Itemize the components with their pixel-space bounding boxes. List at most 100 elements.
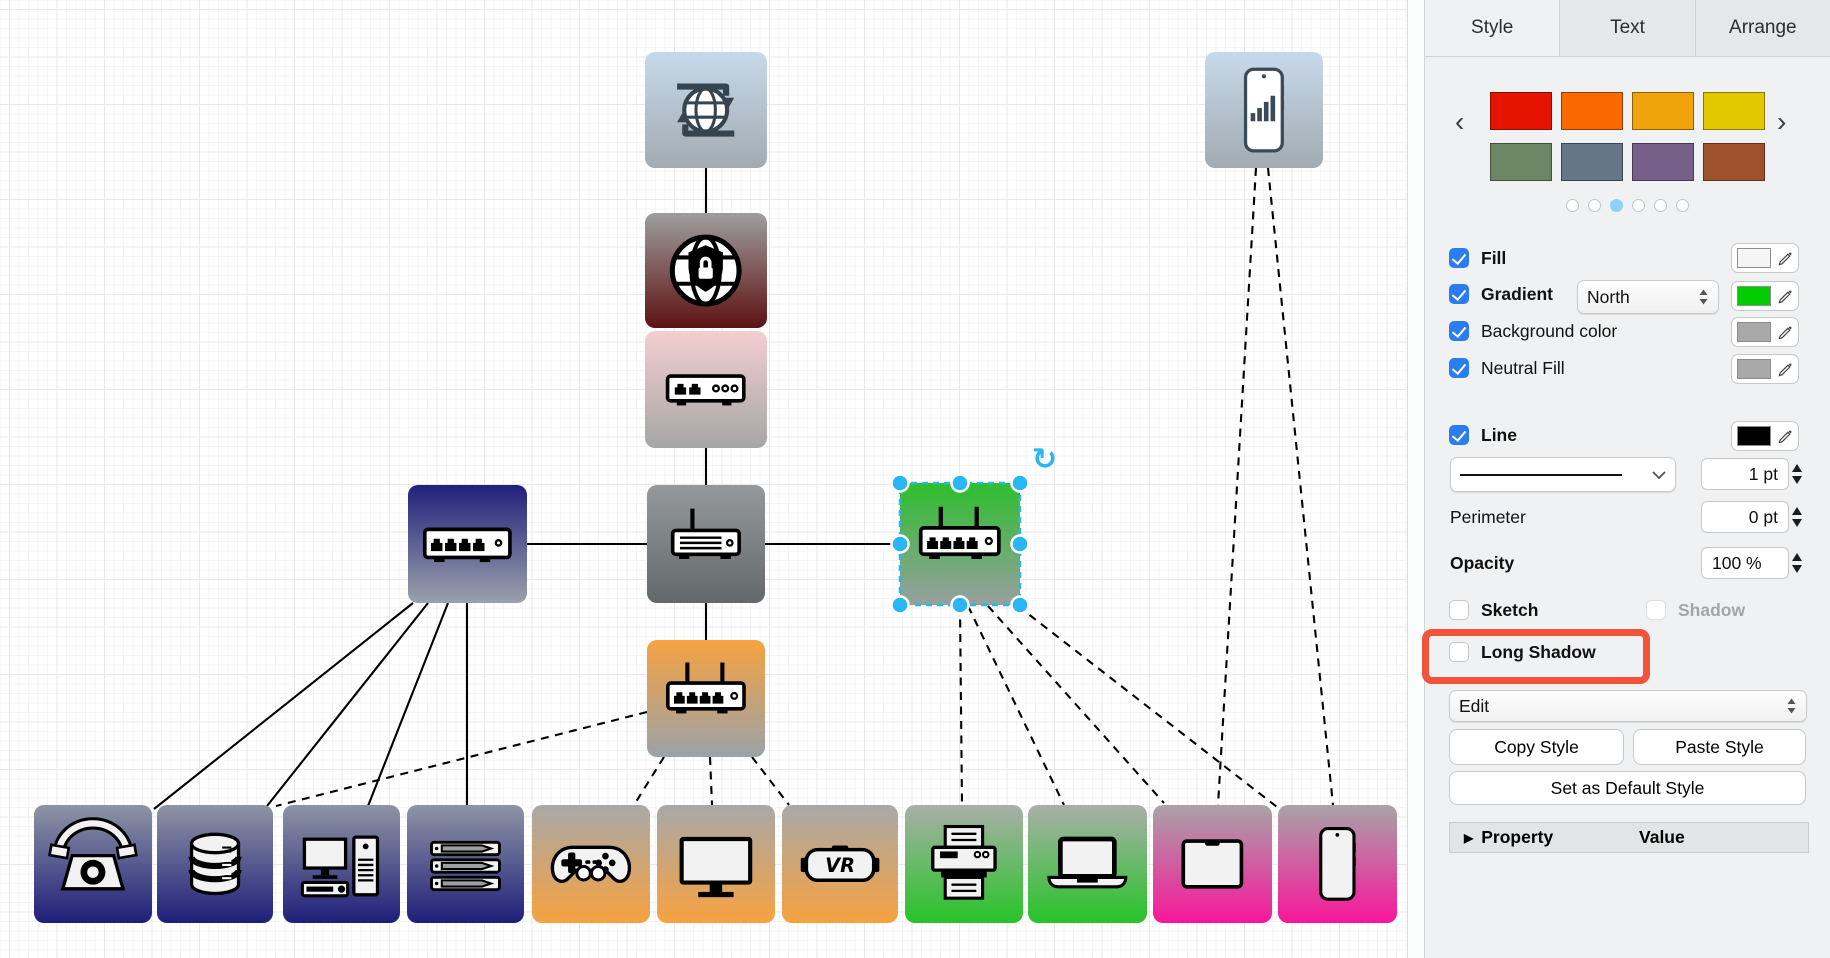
opacity-label: Opacity bbox=[1450, 552, 1515, 573]
tab-style[interactable]: Style bbox=[1425, 0, 1560, 56]
edge-dashed[interactable] bbox=[708, 756, 714, 806]
page-dot[interactable] bbox=[1676, 199, 1689, 212]
property-header-label: Property bbox=[1481, 827, 1554, 847]
opacity-stepper[interactable] bbox=[1789, 547, 1805, 579]
eyedropper-icon bbox=[1778, 429, 1792, 443]
node-desktop-pc[interactable] bbox=[283, 805, 400, 923]
node-tablet[interactable] bbox=[1153, 805, 1272, 923]
fill-color-swatch bbox=[1737, 248, 1771, 268]
opacity-input[interactable]: 100 % bbox=[1701, 547, 1789, 579]
page-dot[interactable] bbox=[1654, 199, 1667, 212]
page-dot[interactable] bbox=[1588, 199, 1601, 212]
tab-arrange[interactable]: Arrange bbox=[1694, 0, 1830, 56]
edge-dashed[interactable] bbox=[1216, 167, 1258, 806]
node-laptop[interactable] bbox=[1028, 805, 1147, 923]
smartphone-icon bbox=[1319, 827, 1356, 901]
line-style-select[interactable] bbox=[1450, 457, 1676, 492]
palette-swatch[interactable] bbox=[1632, 143, 1694, 181]
perimeter-input[interactable]: 0 pt bbox=[1701, 501, 1789, 533]
diagram-canvas[interactable]: VR ↻ bbox=[0, 0, 1407, 958]
gradient-direction-select[interactable]: North bbox=[1577, 280, 1719, 314]
node-modem[interactable] bbox=[645, 331, 767, 448]
edge-dashed[interactable] bbox=[1266, 167, 1335, 806]
line-color-button[interactable] bbox=[1731, 421, 1799, 451]
property-value-header[interactable]: ▶ Property Value bbox=[1449, 822, 1809, 853]
node-telephone[interactable] bbox=[34, 805, 152, 923]
telephone-icon bbox=[48, 817, 138, 891]
background-color-button[interactable] bbox=[1731, 317, 1799, 347]
updown-arrows-icon bbox=[1699, 289, 1708, 305]
switch-icon bbox=[423, 527, 512, 563]
laptop-icon bbox=[1047, 836, 1128, 889]
node-printer[interactable] bbox=[905, 805, 1023, 923]
tab-text[interactable]: Text bbox=[1559, 0, 1694, 56]
edge-solid[interactable] bbox=[266, 602, 429, 807]
edge-dashed[interactable] bbox=[967, 605, 1065, 806]
node-database[interactable] bbox=[157, 805, 273, 923]
gradient-checkbox[interactable] bbox=[1449, 284, 1469, 304]
page-dot[interactable] bbox=[1632, 199, 1645, 212]
shadow-label: Shadow bbox=[1678, 599, 1746, 620]
background-color-checkbox[interactable] bbox=[1449, 321, 1469, 341]
edge-dashed[interactable] bbox=[987, 605, 1165, 804]
palette-swatch[interactable] bbox=[1703, 143, 1765, 181]
neutral-fill-color-button[interactable] bbox=[1731, 354, 1799, 384]
edge-dashed[interactable] bbox=[958, 604, 964, 806]
palette-swatch[interactable] bbox=[1490, 143, 1552, 181]
palette-prev-button[interactable]: ‹ bbox=[1455, 106, 1465, 137]
perimeter-stepper[interactable] bbox=[1789, 501, 1805, 533]
value-header-label: Value bbox=[1639, 827, 1685, 847]
node-switch[interactable] bbox=[408, 485, 527, 603]
edge-dashed[interactable] bbox=[1017, 605, 1278, 808]
paste-style-button[interactable]: Paste Style bbox=[1633, 729, 1806, 765]
format-panel: Style Text Arrange ‹ › Fill Gradient Nor… bbox=[1422, 0, 1830, 958]
page-dot[interactable] bbox=[1566, 199, 1579, 212]
opacity-row: Opacity bbox=[1450, 551, 1514, 575]
gradient-color-button[interactable] bbox=[1731, 281, 1799, 311]
neutral-fill-label: Neutral Fill bbox=[1481, 357, 1565, 378]
edge-dashed[interactable] bbox=[633, 756, 665, 806]
node-secure-internet[interactable] bbox=[645, 213, 767, 328]
neutral-fill-checkbox[interactable] bbox=[1449, 358, 1469, 378]
fill-checkbox[interactable] bbox=[1449, 248, 1469, 268]
palette-swatch[interactable] bbox=[1703, 92, 1765, 130]
gamepad-icon bbox=[550, 845, 632, 884]
node-wireless-router-selected[interactable] bbox=[900, 483, 1020, 605]
node-wireless-router[interactable] bbox=[647, 640, 765, 757]
palette-swatch[interactable] bbox=[1561, 92, 1623, 130]
node-smartphone[interactable] bbox=[1278, 805, 1397, 923]
long-shadow-checkbox[interactable] bbox=[1449, 642, 1469, 662]
sketch-label: Sketch bbox=[1481, 599, 1539, 620]
node-internet[interactable] bbox=[645, 52, 767, 168]
node-game-console[interactable] bbox=[532, 805, 650, 923]
copy-style-button[interactable]: Copy Style bbox=[1449, 729, 1624, 765]
edit-style-select[interactable]: Edit bbox=[1449, 690, 1807, 722]
node-mobile[interactable] bbox=[1205, 52, 1323, 168]
set-default-style-button[interactable]: Set as Default Style bbox=[1449, 771, 1806, 805]
page-dot[interactable] bbox=[1610, 199, 1623, 212]
palette-swatch[interactable] bbox=[1561, 143, 1623, 181]
format-tabbar: Style Text Arrange bbox=[1425, 0, 1830, 57]
shadow-checkbox[interactable] bbox=[1646, 600, 1666, 620]
palette-swatch[interactable] bbox=[1490, 92, 1552, 130]
fill-color-button[interactable] bbox=[1731, 243, 1799, 273]
canvas-scrollbar[interactable] bbox=[1407, 0, 1425, 958]
gradient-row: Gradient bbox=[1449, 282, 1553, 306]
edge-dashed[interactable] bbox=[275, 710, 648, 808]
node-vr-headset[interactable]: VR bbox=[782, 805, 898, 923]
background-color-row: Background color bbox=[1449, 319, 1617, 343]
edge-solid[interactable] bbox=[367, 602, 449, 807]
secure-globe-icon bbox=[670, 234, 742, 307]
edge-dashed[interactable] bbox=[751, 756, 790, 806]
node-rack-server[interactable] bbox=[407, 805, 524, 923]
line-checkbox[interactable] bbox=[1449, 425, 1469, 445]
node-router[interactable] bbox=[647, 485, 765, 603]
sketch-checkbox[interactable] bbox=[1449, 600, 1469, 620]
palette-swatch[interactable] bbox=[1632, 92, 1694, 130]
line-width-input[interactable]: 1 pt bbox=[1701, 458, 1789, 490]
line-width-stepper[interactable] bbox=[1789, 458, 1805, 490]
palette-next-button[interactable]: › bbox=[1777, 106, 1787, 137]
node-monitor[interactable] bbox=[657, 805, 775, 923]
edge-solid[interactable] bbox=[153, 602, 414, 810]
printer-icon bbox=[931, 825, 997, 900]
